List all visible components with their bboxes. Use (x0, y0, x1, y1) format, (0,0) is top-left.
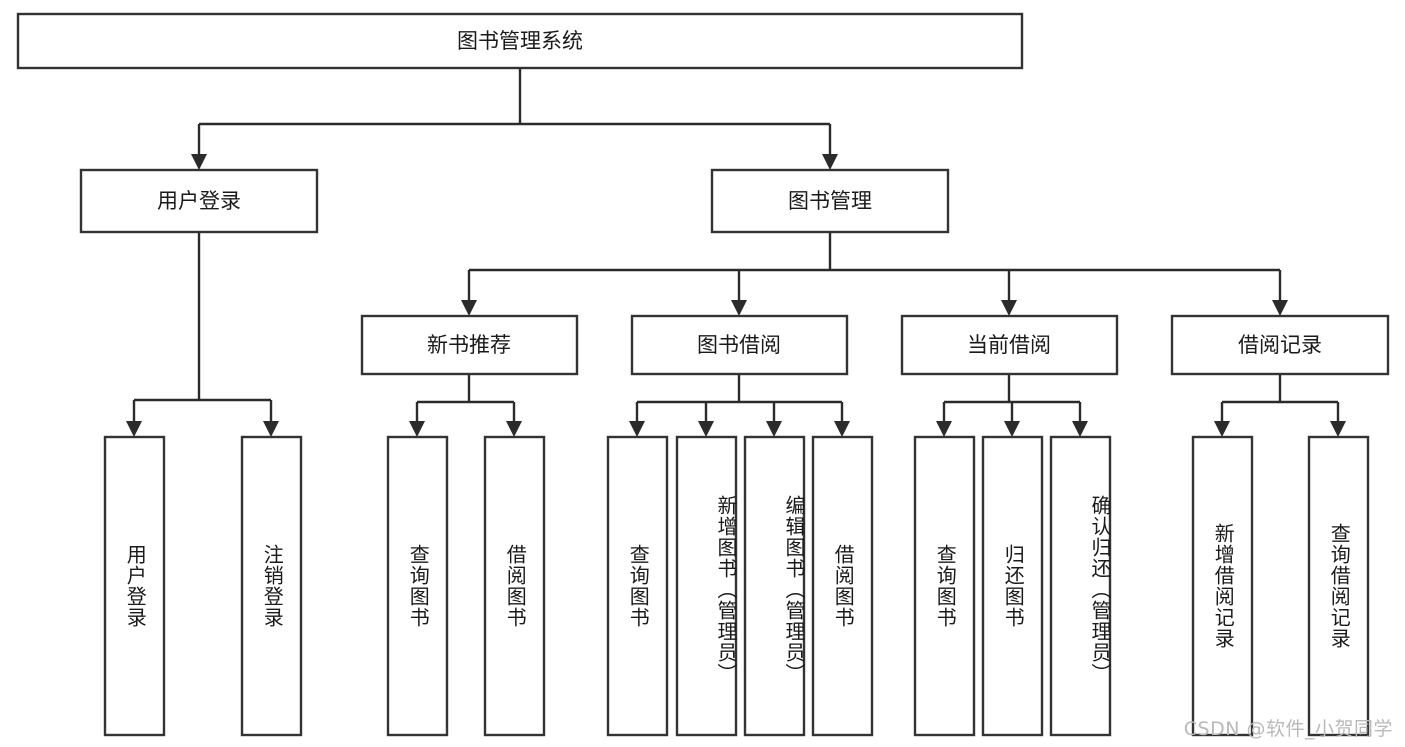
leaf-box-query-book-1[interactable] (386, 435, 449, 737)
leaf-box-borrow-book-1[interactable] (483, 435, 546, 737)
node-book-manage-label: 图书管理 (788, 189, 872, 213)
leaf-box-add-record[interactable] (1191, 435, 1254, 737)
csdn-watermark: CSDN @软件_小贺同学 (1183, 718, 1393, 740)
node-current-borrow-label: 当前借阅 (967, 333, 1051, 357)
connectors-root-to-level2 (191, 68, 838, 170)
connectors-newbook-to-leaves (409, 374, 522, 437)
node-new-book-rec[interactable]: 新书推荐 (360, 314, 579, 376)
node-book-borrow-label: 图书借阅 (697, 333, 781, 357)
leaf-box-user-login[interactable] (103, 435, 166, 737)
node-borrow-record[interactable]: 借阅记录 (1170, 314, 1390, 376)
leaf-box-confirm-return[interactable] (1049, 435, 1112, 737)
leaf-box-edit-book[interactable] (743, 435, 806, 737)
node-book-borrow[interactable]: 图书借阅 (630, 314, 849, 376)
node-borrow-record-label: 借阅记录 (1238, 333, 1322, 357)
connectors-currentborrow-to-leaves (936, 374, 1088, 437)
leaf-box-query-book-3[interactable] (913, 435, 976, 737)
connectors-userlogin-to-leaves (126, 232, 279, 437)
leaf-box-query-book-2[interactable] (606, 435, 669, 737)
leaf-box-add-book[interactable] (675, 435, 738, 737)
node-root[interactable]: 图书管理系统 (16, 12, 1024, 70)
leaf-box-borrow-book-2[interactable] (811, 435, 874, 737)
connectors-borrowrecord-to-leaves (1214, 374, 1346, 437)
node-root-label: 图书管理系统 (457, 29, 583, 53)
node-book-manage[interactable]: 图书管理 (710, 168, 950, 234)
connectors-bookborrow-to-leaves (629, 374, 850, 437)
leaf-box-logout[interactable] (240, 435, 303, 737)
node-new-book-rec-label: 新书推荐 (427, 333, 511, 357)
node-user-login[interactable]: 用户登录 (79, 168, 319, 234)
node-user-login-label: 用户登录 (157, 189, 241, 213)
connectors-bookmanage-to-level3 (461, 232, 1288, 316)
leaf-box-return-book[interactable] (981, 435, 1044, 737)
leaf-box-query-record[interactable] (1307, 435, 1370, 737)
node-current-borrow[interactable]: 当前借阅 (900, 314, 1119, 376)
